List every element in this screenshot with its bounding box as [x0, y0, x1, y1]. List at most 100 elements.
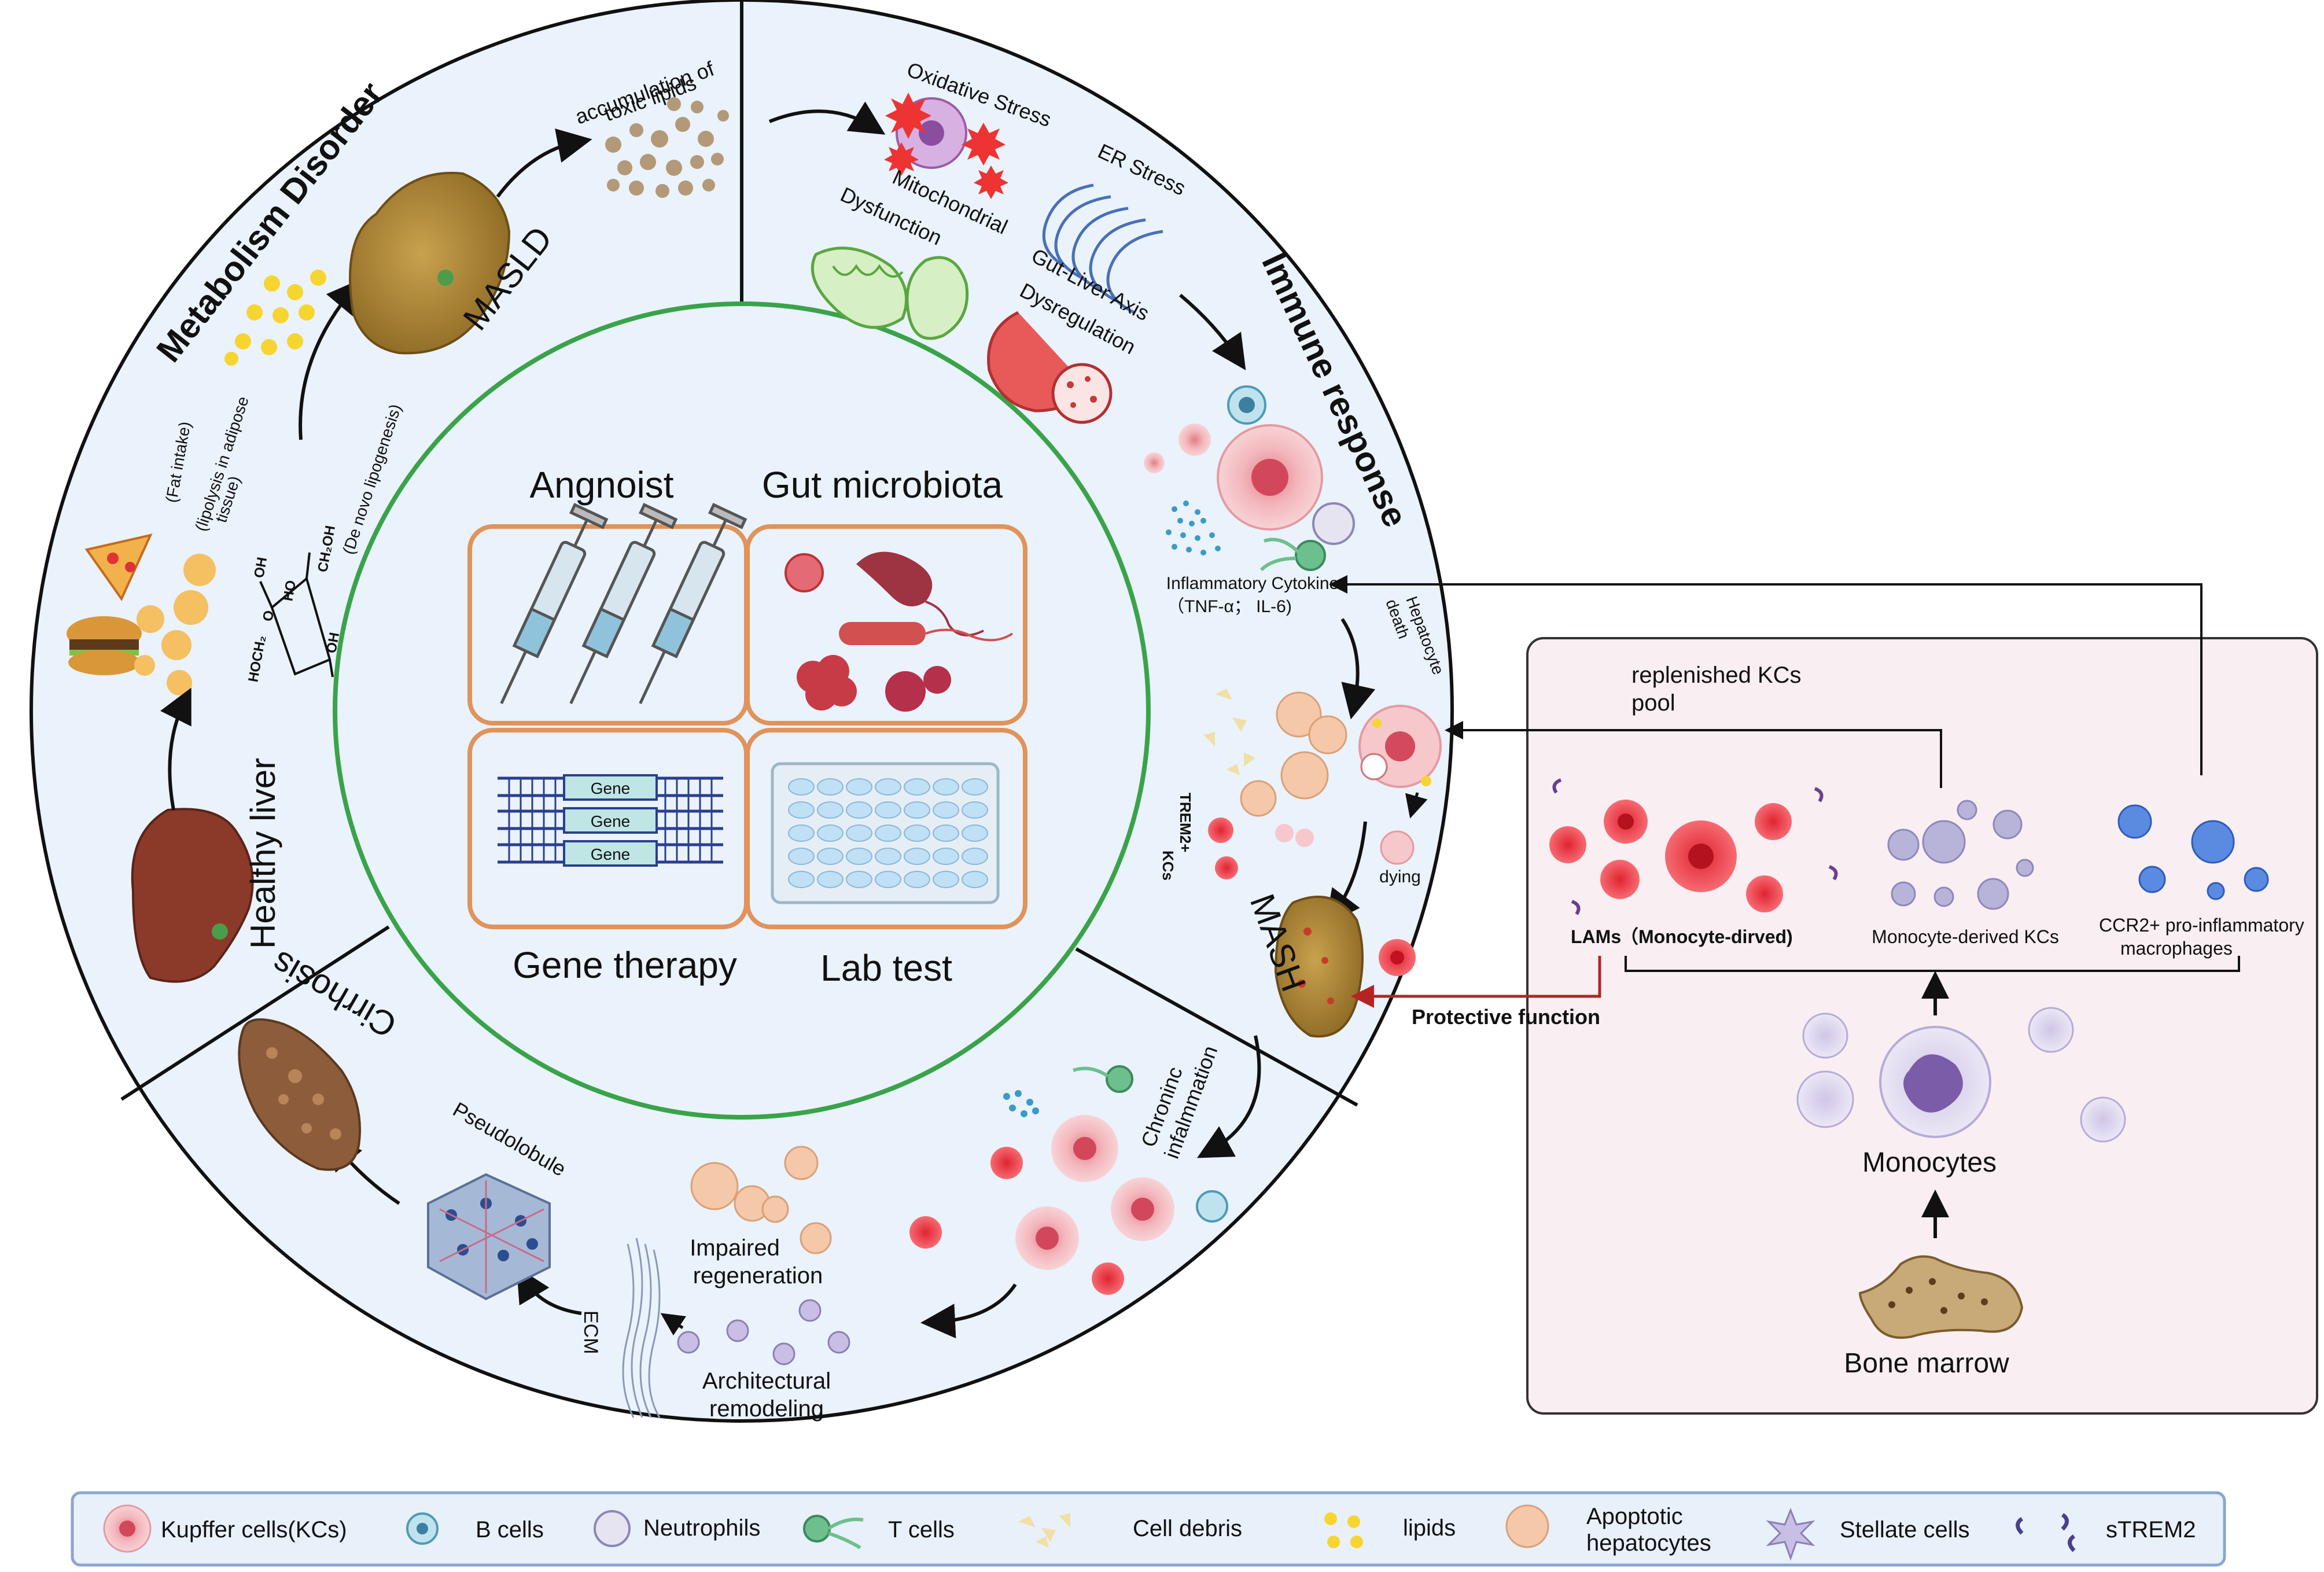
oxidative-stress-icon — [884, 93, 1008, 199]
impaired-hepatocytes-icon — [690, 1146, 832, 1254]
lams-cells-icon — [1549, 778, 1838, 915]
impaired-label-2: regeneration — [693, 1263, 823, 1288]
arrow-to-ecm — [660, 1313, 687, 1336]
ecm-label: ECM — [580, 1310, 602, 1354]
legend-b-cell-label: B cells — [476, 1517, 544, 1542]
arrow-to-impaired — [920, 1283, 1017, 1339]
legend-apoptotic-label-2: hepatocytes — [1586, 1530, 1711, 1556]
arrow-to-oxidative — [768, 101, 886, 135]
pseudolobule-icon — [427, 1173, 551, 1301]
legend-stellate-icon — [1766, 1507, 1815, 1561]
legend-b-cell-icon — [406, 1512, 439, 1545]
arrow-ccr2-to-cytokine — [1329, 575, 2203, 775]
gene-label-2: Gene — [591, 812, 631, 830]
cytokines-icon — [1166, 500, 1221, 555]
yellow-lipids-icon — [224, 270, 326, 366]
arrow-healthy-to-intake — [160, 687, 191, 811]
toxic-lipids-icon — [605, 97, 729, 198]
monocytes-label: Monocytes — [1862, 1147, 1997, 1178]
lab-test-title: Lab test — [820, 947, 952, 989]
arrow-to-chronic — [1196, 1035, 1261, 1158]
kupffer-cell-icon — [1144, 424, 1323, 531]
healthy-liver-icon — [131, 808, 254, 983]
arrow-to-dying — [1405, 792, 1428, 819]
healthy-liver-label: Healthy liver — [244, 758, 282, 949]
monocyte-panel: replenished KCs pool LAMs — [1329, 575, 2318, 1415]
legend-neutrophil-label: Neutrophils — [643, 1515, 760, 1541]
legend-t-cell-label: T cells — [888, 1517, 955, 1542]
monocytes-icon — [1796, 1007, 2126, 1143]
legend-strem2-label: sTREM2 — [2106, 1517, 2196, 1542]
replenished-label-2: pool — [1631, 690, 1675, 716]
arrow-to-masld — [299, 278, 362, 440]
arrow-to-pseudolobule — [516, 1267, 582, 1315]
arrow-protective — [1351, 956, 1601, 1008]
apoptotic-hepatocytes-icon — [1240, 691, 1347, 817]
arrow-to-death — [1340, 618, 1376, 720]
mitochondria-icon — [811, 246, 969, 340]
legend-kupffer-icon — [103, 1504, 152, 1553]
sugar-o: O — [260, 609, 277, 623]
ccr2-macrophages-icon — [2117, 804, 2269, 900]
ccr2-label-2: macrophages — [2120, 938, 2233, 959]
legend-apoptotic-icon — [1505, 1504, 1549, 1548]
mash-liver-icon — [1274, 896, 1364, 1038]
sugar-oh-2: OH — [323, 631, 342, 654]
sugar-ho: HO — [280, 579, 299, 602]
gene-label-1: Gene — [591, 779, 631, 797]
cytokine-label-1: Inflammatory Cytokine — [1166, 574, 1339, 593]
stellate-cells-icon — [677, 1299, 850, 1365]
er-stress-icon — [1042, 183, 1163, 314]
replenished-label-1: replenished KCs — [1631, 662, 1802, 688]
trem2-kc-icon — [1208, 818, 1314, 879]
trem2-kcs-label-1: TREM2+ — [1177, 793, 1194, 852]
agonist-title: Angnoist — [529, 464, 673, 506]
legend-t-cell-icon — [803, 1515, 864, 1549]
masld-liver-icon — [349, 171, 511, 355]
t-cell-icon — [1259, 538, 1326, 572]
dying-label: dying — [1379, 867, 1421, 886]
bone-marrow-icon — [1858, 1255, 2024, 1339]
legend-lipids-label: lipids — [1403, 1515, 1456, 1541]
architectural-label-2: remodeling — [709, 1396, 824, 1422]
legend: Kupffer cells(KCs) B cells Neutrophils T… — [71, 1491, 2226, 1567]
lams-label: LAMs — [1571, 926, 1621, 947]
legend-neutrophil-icon — [594, 1510, 631, 1547]
chronic-cytokines-icon — [1003, 1090, 1039, 1117]
legend-debris-icon — [1018, 1513, 1070, 1548]
ecm-icon — [622, 1238, 661, 1418]
arrow-replenish — [1445, 721, 1942, 788]
cell-debris-icon — [1203, 689, 1255, 775]
monocyte-kcs-label: Monocyte-derived KCs — [1872, 926, 2059, 947]
well-plate-icon — [771, 762, 1000, 904]
legend-kupffer-label: Kupffer cells(KCs) — [161, 1517, 347, 1542]
ccr2-label-1: CCR2+ pro-inflammatory — [2099, 915, 2304, 936]
legend-stellate-label: Stellate cells — [1840, 1517, 1970, 1542]
sugar-oh-1: OH — [251, 556, 270, 579]
sugar-molecule-icon — [259, 552, 334, 678]
lab-test-box — [745, 728, 1027, 929]
neutrophil-icon — [1312, 502, 1355, 545]
gene-therapy-title: Gene therapy — [513, 944, 737, 986]
mash-kc-icon — [1379, 939, 1416, 976]
legend-lipids-icon — [1324, 1512, 1363, 1548]
center-panel: Angnoist Gut microbiota — [467, 464, 1027, 989]
architectural-label-1: Architectural — [702, 1368, 831, 1394]
bone-marrow-label: Bone marrow — [1844, 1348, 2009, 1379]
gene-label-3: Gene — [591, 845, 631, 863]
cirrhosis-liver-icon — [238, 1018, 361, 1171]
protective-label: Protective function — [1412, 1005, 1600, 1029]
dna-icon: Gene Gene Gene — [498, 774, 723, 867]
legend-apoptotic-label-1: Apoptotic — [1586, 1504, 1683, 1529]
dying-cell-icon — [1380, 830, 1415, 865]
syringe-icon — [500, 503, 747, 705]
trem2-kcs-label-2: KCs — [1159, 851, 1177, 881]
lams-sub-label: （Monocyte-dirved) — [1620, 926, 1793, 947]
legend-strem2-icon — [2016, 1513, 2076, 1552]
gut-icon — [987, 311, 1113, 424]
bacteria-icon — [785, 551, 1014, 712]
divider-left — [120, 925, 390, 1101]
legend-debris-label: Cell debris — [1133, 1516, 1242, 1541]
food-icon — [67, 533, 153, 675]
